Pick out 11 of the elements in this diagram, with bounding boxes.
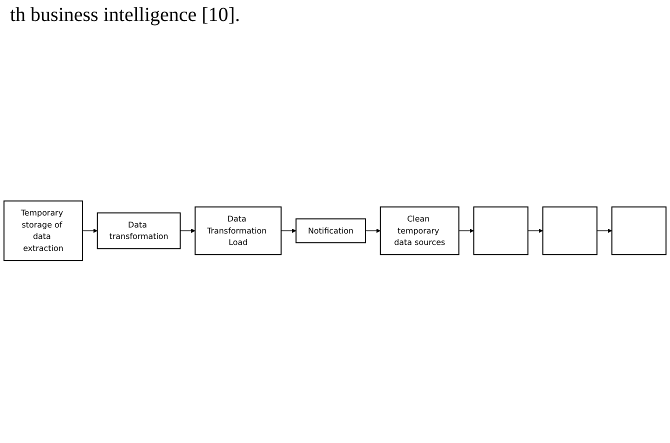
- arrow: [180, 228, 196, 234]
- arrow: [596, 228, 612, 234]
- node-box: [611, 206, 666, 256]
- arrow: [280, 228, 296, 234]
- arrow: [458, 228, 474, 234]
- arrow: [365, 228, 381, 234]
- node-box: [473, 206, 528, 256]
- arrow: [82, 228, 98, 234]
- node-box: [542, 206, 598, 256]
- note-text: th business intelligence [10].: [10, 4, 241, 27]
- arrow: [528, 228, 543, 234]
